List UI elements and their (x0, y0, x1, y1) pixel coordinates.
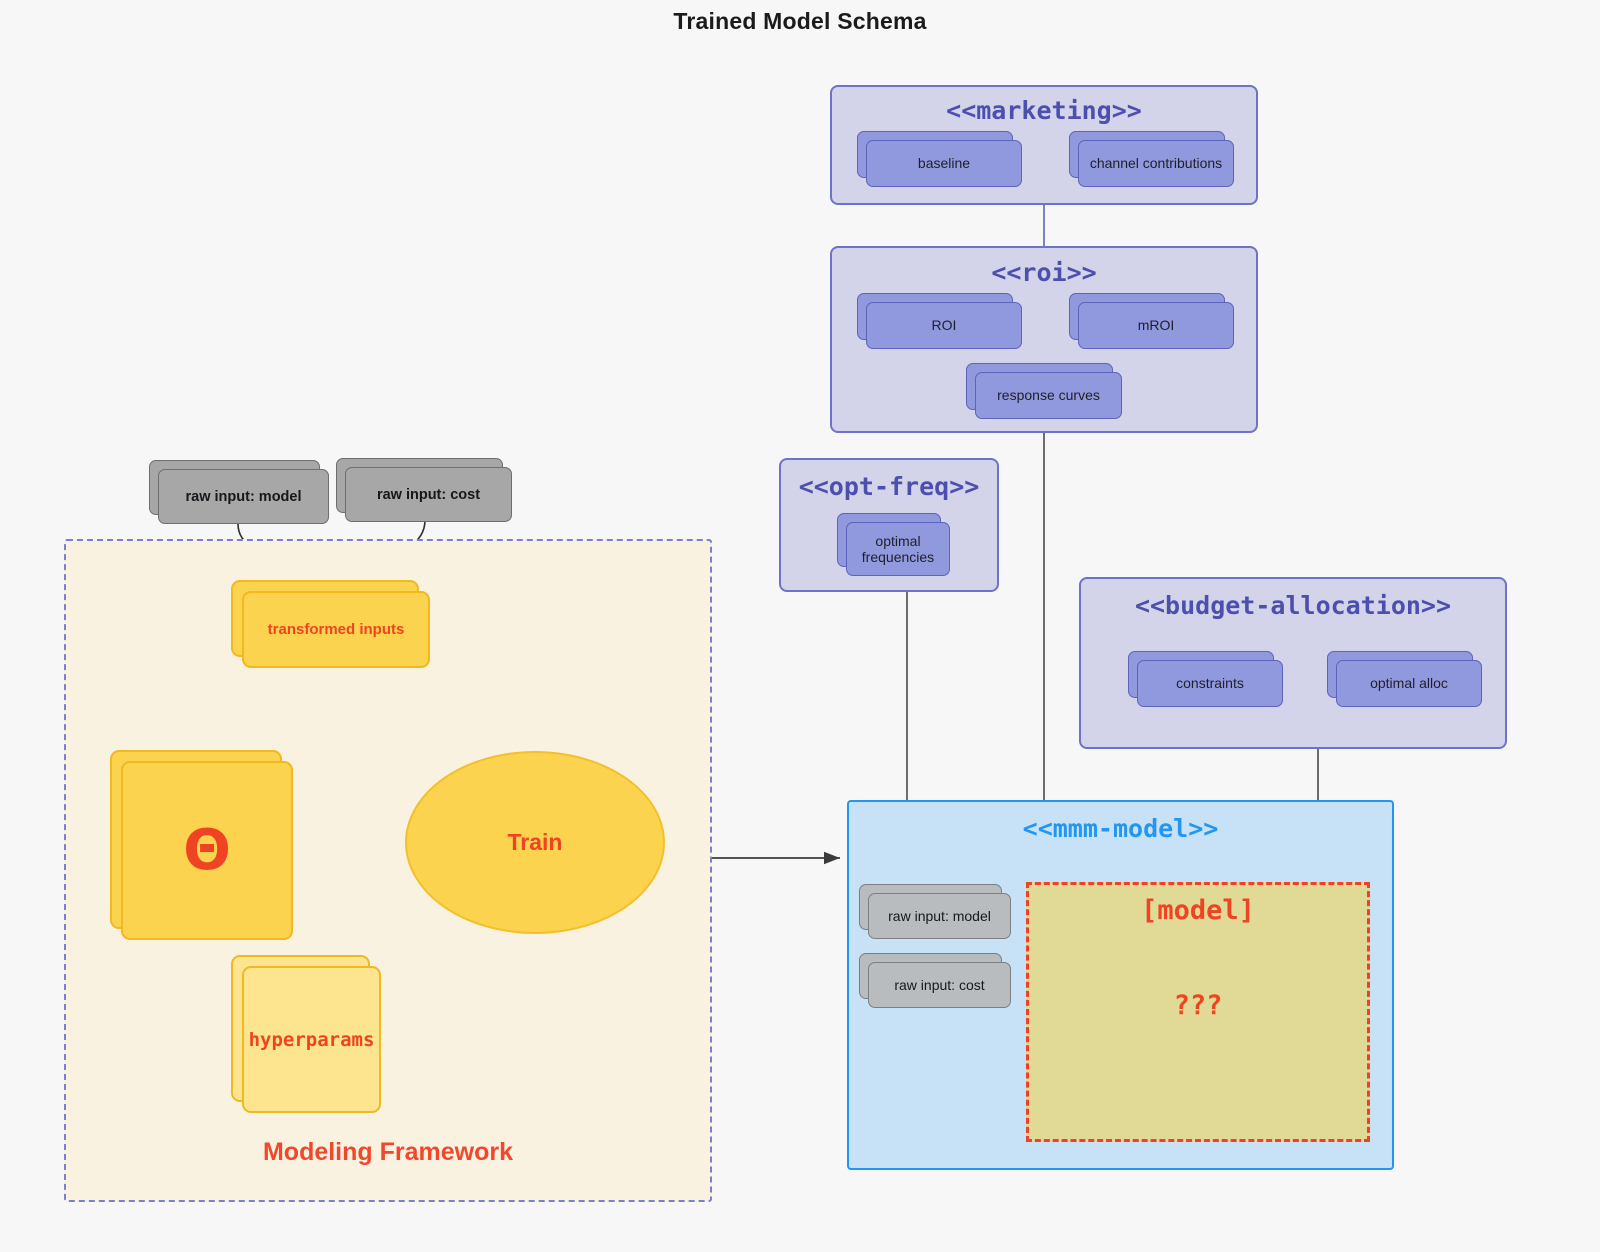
node-response-curves[interactable]: response curves (966, 363, 1122, 419)
node-raw-input-cost[interactable]: raw input: cost (336, 458, 512, 522)
node-roi[interactable]: ROI (857, 293, 1022, 349)
model-region-unknown: ??? (1173, 990, 1223, 1021)
node-label: mROI (1078, 302, 1234, 349)
node-theta[interactable]: Θ (110, 750, 293, 940)
node-label: ROI (866, 302, 1022, 349)
node-transformed-inputs[interactable]: transformed inputs (231, 580, 430, 668)
model-region-label: [model] (1141, 895, 1255, 926)
node-label: transformed inputs (242, 591, 430, 668)
package-budget-allocation-title: <<budget-allocation>> (1134, 591, 1452, 620)
node-label: raw input: cost (345, 467, 512, 522)
package-mmm-model-title: <<mmm-model>> (1022, 814, 1219, 843)
node-channel-contributions[interactable]: channel contributions (1069, 131, 1234, 187)
node-label: raw input: model (158, 469, 329, 524)
node-label: hyperparams (242, 966, 381, 1113)
modeling-framework-label: Modeling Framework (262, 1138, 514, 1166)
node-optimal-frequencies[interactable]: optimal frequencies (837, 513, 950, 576)
node-train[interactable]: Train (405, 751, 665, 934)
node-baseline[interactable]: baseline (857, 131, 1022, 187)
node-mmm-raw-input-model[interactable]: raw input: model (859, 884, 1011, 939)
page-title: Trained Model Schema (673, 8, 927, 34)
package-roi-title: <<roi>> (991, 258, 1097, 287)
node-label: raw input: model (868, 893, 1011, 939)
node-label: baseline (866, 140, 1022, 187)
node-mmm-raw-input-cost[interactable]: raw input: cost (859, 953, 1011, 1008)
model-region[interactable] (1026, 882, 1370, 1142)
node-label: raw input: cost (868, 962, 1011, 1008)
package-marketing-title: <<marketing>> (946, 96, 1142, 125)
theta-symbol: Θ (121, 761, 293, 940)
node-label: response curves (975, 372, 1122, 419)
node-label: constraints (1137, 660, 1283, 707)
node-mroi[interactable]: mROI (1069, 293, 1234, 349)
node-constraints[interactable]: constraints (1128, 651, 1283, 707)
package-opt-freq-title: <<opt-freq>> (798, 472, 980, 501)
node-optimal-alloc[interactable]: optimal alloc (1327, 651, 1482, 707)
node-raw-input-model[interactable]: raw input: model (149, 460, 329, 524)
node-label: channel contributions (1078, 140, 1234, 187)
node-hyperparams[interactable]: hyperparams (231, 955, 381, 1113)
node-label: optimal frequencies (846, 522, 950, 576)
node-label: optimal alloc (1336, 660, 1482, 707)
